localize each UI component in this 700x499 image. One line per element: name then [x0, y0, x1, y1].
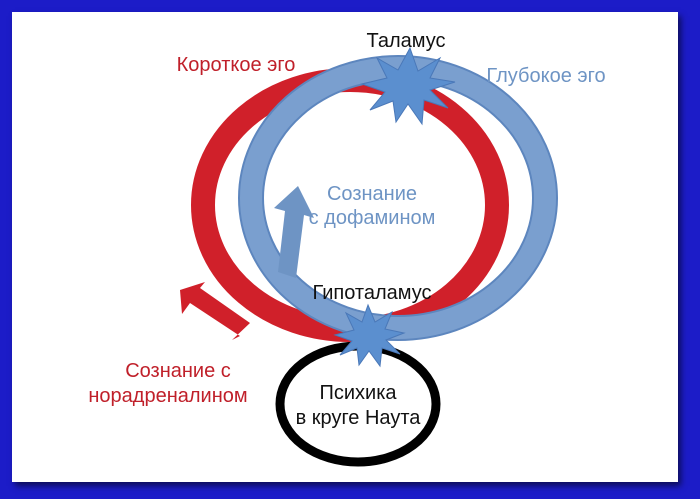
psyche-loop — [275, 341, 441, 467]
deep-ego-loop — [240, 57, 556, 339]
dopamine-label-line1: Сознание — [327, 183, 417, 205]
noradrenaline-arrow-icon — [180, 282, 250, 340]
dopamine-label-line2: с дофамином — [309, 207, 436, 229]
psyche-label-line2: в круге Наута — [296, 407, 422, 429]
thalamus-label: Таламус — [367, 30, 446, 52]
noradrenaline-label-line1: Сознание с — [125, 360, 231, 382]
short-ego-label: Короткое эго — [177, 54, 296, 76]
deep-ego-label: Глубокое эго — [486, 65, 605, 87]
hypothalamus-star-icon — [333, 303, 406, 368]
hypothalamus-label: Гипоталамус — [313, 282, 432, 304]
noradrenaline-label-line2: норадреналином — [88, 385, 247, 407]
thalamus-star-icon — [360, 46, 456, 126]
dopamine-arrow-icon — [274, 186, 314, 278]
psyche-label-line1: Психика — [319, 382, 397, 404]
